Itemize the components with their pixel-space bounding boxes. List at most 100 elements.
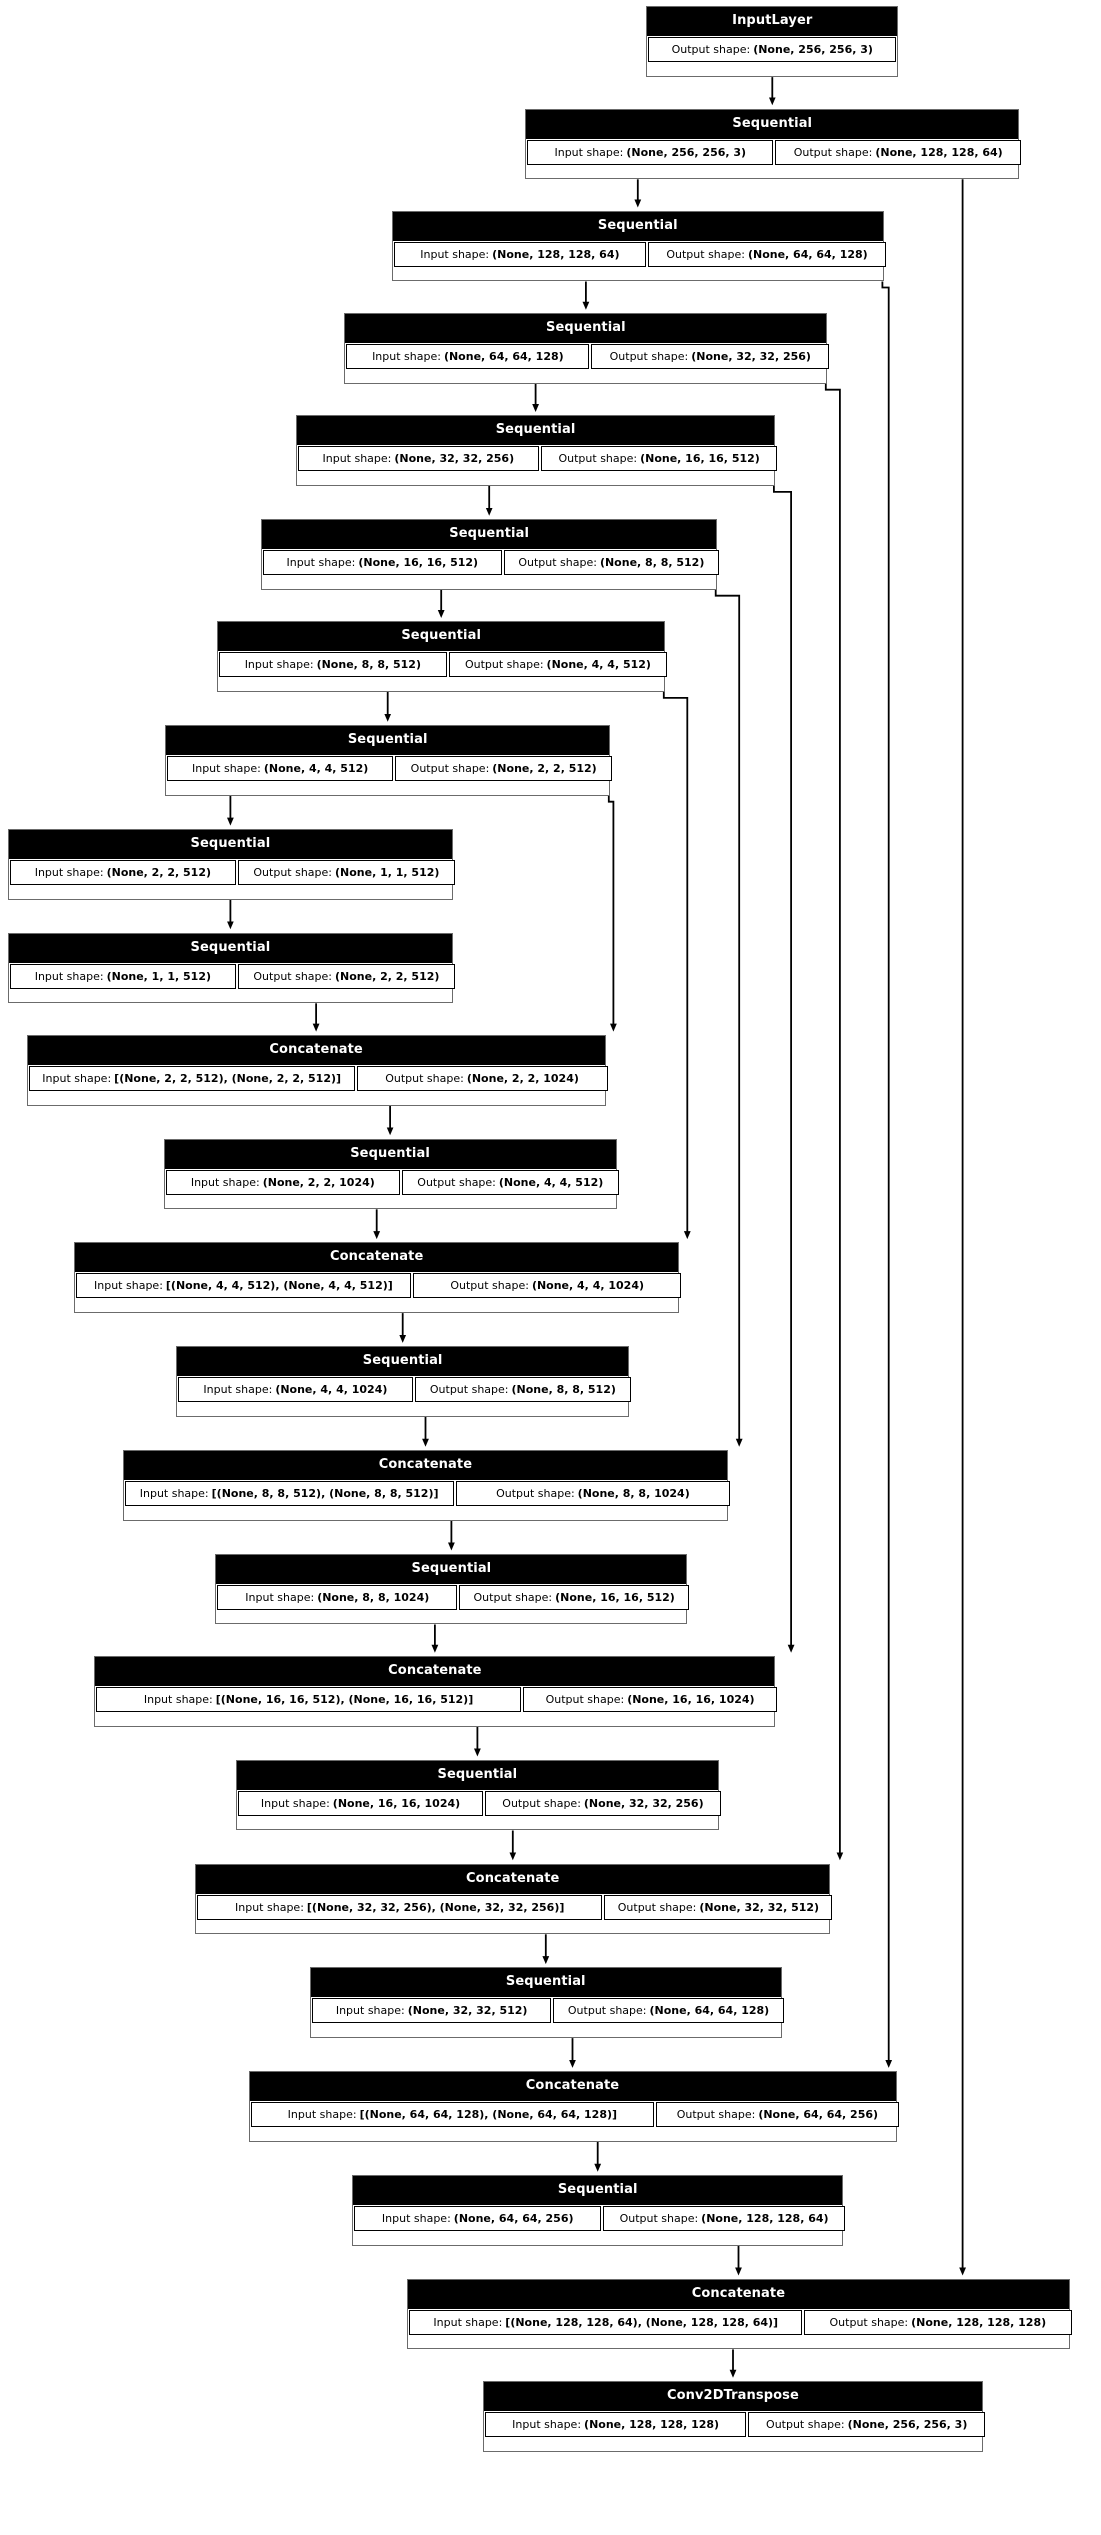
node-input-shape: Input shape:[(None, 64, 64, 128), (None,… bbox=[250, 2102, 655, 2128]
node-shape-row: Input shape:[(None, 128, 128, 64), (None… bbox=[408, 2307, 1072, 2336]
node-shape-row: Input shape:(None, 64, 64, 256) Output sh… bbox=[353, 2203, 846, 2232]
output-shape-label: Output shape: bbox=[567, 2004, 647, 2018]
node-output-shape: Output shape:(None, 8, 8, 512) bbox=[414, 1377, 632, 1403]
output-shape-value: (None, 8, 8, 512) bbox=[511, 1383, 616, 1397]
node-type-label: Sequential bbox=[8, 933, 452, 962]
output-shape-value: (None, 64, 64, 128) bbox=[747, 247, 868, 261]
input-shape-value: (None, 2, 2, 512) bbox=[106, 865, 211, 879]
node-type-label: Sequential bbox=[392, 211, 883, 240]
node-shape-row: Input shape:(None, 8, 8, 1024)Output sha… bbox=[216, 1582, 690, 1611]
node-input-shape: Input shape:[(None, 4, 4, 512), (None, 4… bbox=[75, 1273, 411, 1299]
node-output-shape: Output shape:(None, 16, 16, 512) bbox=[459, 1584, 690, 1610]
input-shape-label: Input shape: bbox=[203, 1383, 273, 1397]
node-shape-row: Input shape:(None, 4, 4, 512)Output shap… bbox=[166, 753, 613, 782]
output-shape-label: Output shape: bbox=[450, 1279, 529, 1293]
output-shape-label: Output shape: bbox=[518, 555, 597, 569]
node-type-label: Sequential bbox=[164, 1139, 616, 1168]
node-shape-row: Input shape:(None, 16, 16, 512)Output sh… bbox=[262, 547, 720, 576]
node-output-shape: Output shape:(None, 8, 8, 1024) bbox=[455, 1480, 731, 1506]
output-shape-label: Output shape: bbox=[671, 43, 751, 57]
node-shape-row: Input shape:(None, 2, 2, 512)Output shap… bbox=[8, 857, 455, 886]
node-input-shape: Input shape:(None, 16, 16, 1024) bbox=[237, 1790, 484, 1816]
graph-edge-arrow bbox=[773, 485, 795, 1653]
node-shape-row: Input shape:[(None, 16, 16, 512), (None,… bbox=[95, 1684, 778, 1713]
node-type-label: Sequential bbox=[296, 416, 775, 445]
output-shape-label: Output shape: bbox=[502, 1796, 581, 1810]
node-output-shape: Output shape:(None, 4, 4, 512) bbox=[402, 1169, 619, 1195]
output-shape-value: (None, 32, 32, 256) bbox=[691, 349, 811, 363]
input-shape-value: [(None, 8, 8, 512), (None, 8, 8, 512)] bbox=[211, 1486, 439, 1500]
output-shape-label: Output shape: bbox=[429, 1383, 509, 1397]
output-shape-value: (None, 2, 2, 512) bbox=[492, 761, 597, 775]
node-type-label: Sequential bbox=[310, 1968, 781, 1997]
node-type-label: Concatenate bbox=[123, 1450, 728, 1479]
output-shape-value: (None, 16, 16, 512) bbox=[640, 452, 760, 466]
input-shape-value: (None, 64, 64, 256) bbox=[453, 2211, 574, 2225]
input-shape-value: (None, 256, 256, 3) bbox=[626, 145, 747, 159]
input-shape-label: Input shape: bbox=[143, 1692, 213, 1706]
node-output-shape: Output shape:(None, 128, 128, 128) bbox=[804, 2309, 1072, 2335]
node-type-label: Sequential bbox=[262, 519, 717, 548]
node-shape-row: Input shape:[(None, 2, 2, 512), (None, 2… bbox=[27, 1063, 608, 1092]
graph-edge-arrow bbox=[824, 383, 844, 1861]
output-shape-label: Output shape: bbox=[829, 2315, 909, 2329]
input-shape-value: (None, 64, 64, 128) bbox=[443, 349, 564, 363]
output-shape-value: (None, 64, 64, 256) bbox=[758, 2108, 879, 2122]
node-type-label: Sequential bbox=[353, 2175, 843, 2204]
input-shape-label: Input shape: bbox=[94, 1279, 163, 1293]
node-shape-row: Input shape:(None, 32, 32, 512) Output sh… bbox=[310, 1996, 784, 2025]
graph-edge-arrow bbox=[881, 281, 893, 2068]
output-shape-label: Output shape: bbox=[496, 1486, 575, 1500]
node-input-shape: Input shape:(None, 32, 32, 256) bbox=[297, 446, 539, 472]
node-output-shape: Output shape:(None, 128, 128, 64) bbox=[603, 2205, 846, 2231]
input-shape-label: Input shape: bbox=[34, 969, 104, 983]
output-shape-value: (None, 128, 128, 128) bbox=[911, 2315, 1047, 2329]
input-shape-value: (None, 4, 4, 1024) bbox=[275, 1383, 388, 1397]
output-shape-value: (None, 256, 256, 3) bbox=[847, 2417, 968, 2431]
output-shape-value: (None, 256, 256, 3) bbox=[753, 43, 873, 57]
input-shape-label: Input shape: bbox=[512, 2417, 582, 2431]
node-output-shape: Output shape:(None, 8, 8, 512) bbox=[503, 549, 720, 575]
input-shape-value: [(None, 128, 128, 64), (None, 128, 128, … bbox=[505, 2315, 779, 2329]
node-shape-row: Input shape:[(None, 4, 4, 512), (None, 4… bbox=[74, 1271, 682, 1300]
node-input-shape: Input shape:[(None, 128, 128, 64), (None… bbox=[409, 2309, 803, 2335]
input-shape-label: Input shape: bbox=[381, 2211, 451, 2225]
output-shape-value: (None, 2, 2, 1024) bbox=[466, 1071, 579, 1085]
output-shape-label: Output shape: bbox=[253, 865, 332, 879]
node-shape-row: Input shape:(None, 128, 128, 64)Output s… bbox=[392, 239, 886, 268]
node-output-shape: Output shape:(None, 16, 16, 512) bbox=[540, 446, 778, 472]
output-shape-value: (None, 16, 16, 512) bbox=[555, 1590, 675, 1604]
node-output-shape: Output shape:(None, 32, 32, 256) bbox=[591, 343, 830, 369]
input-shape-label: Input shape: bbox=[287, 2108, 357, 2122]
input-shape-value: (None, 4, 4, 512) bbox=[263, 761, 369, 775]
node-shape-row: Input shape:(None, 256, 256, 3)Output sh… bbox=[526, 137, 1022, 166]
node-type-label: Concatenate bbox=[27, 1035, 605, 1064]
node-type-label: Sequential bbox=[236, 1760, 718, 1789]
node-output-shape: Output shape:(None, 4, 4, 512) bbox=[448, 652, 668, 678]
node-input-shape: Input shape:(None, 32, 32, 512) bbox=[311, 1998, 552, 2024]
